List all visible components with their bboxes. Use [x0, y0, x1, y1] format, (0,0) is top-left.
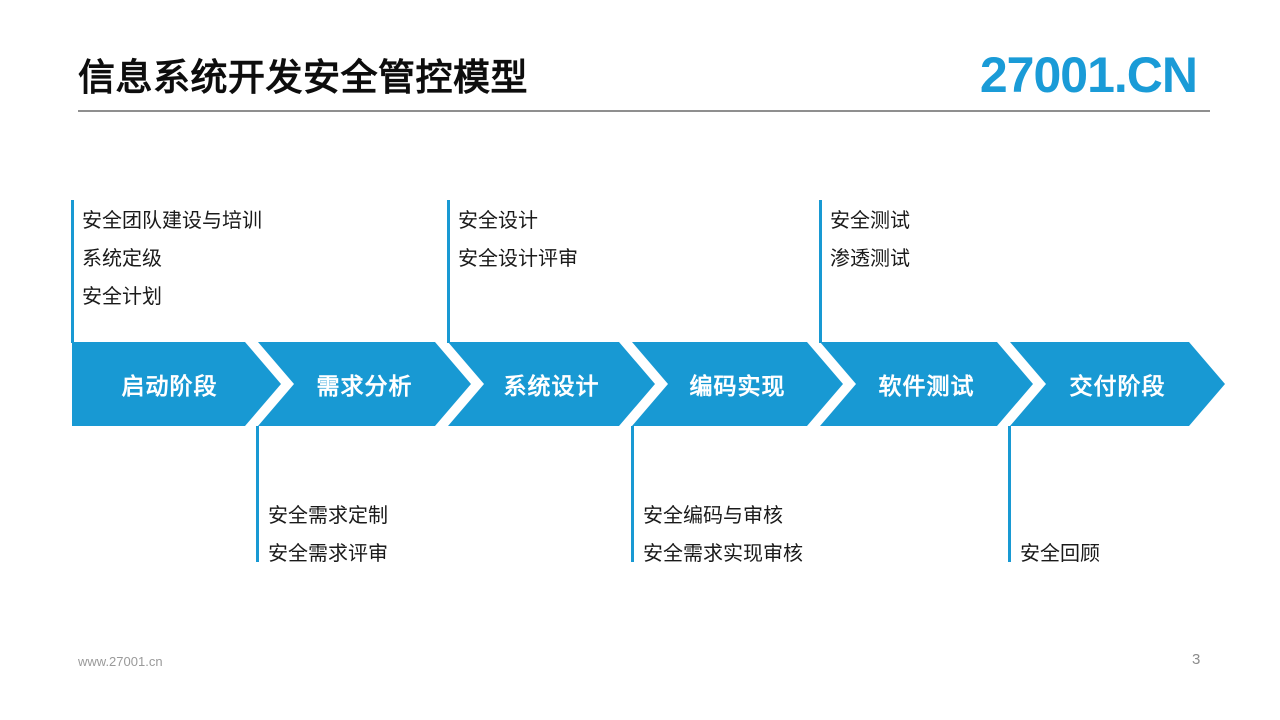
- callout-list-delivery: 安全回顾: [1020, 494, 1100, 570]
- stage-label: 需求分析: [316, 373, 413, 399]
- stage-arrow-software-testing: 软件测试: [820, 342, 1033, 426]
- list-item: 安全需求定制: [268, 504, 388, 527]
- stage-label: 软件测试: [878, 373, 975, 399]
- connector-line-testing: [819, 200, 822, 343]
- stage-arrow-system-design: 系统设计: [448, 342, 655, 426]
- list-item: 渗透测试: [830, 247, 910, 270]
- stage-label: 启动阶段: [121, 373, 218, 399]
- page-number: 3: [1192, 651, 1201, 668]
- connector-line-delivery: [1008, 426, 1011, 562]
- list-item: 安全设计评审: [458, 247, 578, 270]
- stage-label: 编码实现: [689, 373, 786, 399]
- connector-line-coding: [631, 426, 634, 562]
- list-item: 安全编码与审核: [643, 504, 783, 527]
- footer-url: www.27001.cn: [78, 654, 163, 669]
- title-divider: [78, 110, 1210, 112]
- stage-arrow-requirements: 需求分析: [258, 342, 471, 426]
- callout-list-initiation: 安全团队建设与培训 系统定级 安全计划: [82, 199, 262, 313]
- list-item: 安全测试: [830, 209, 910, 232]
- stage-label: 系统设计: [503, 373, 600, 399]
- callout-list-testing: 安全测试 渗透测试: [830, 199, 910, 275]
- list-item: 安全需求评审: [268, 542, 388, 565]
- list-item: 系统定级: [82, 247, 162, 270]
- callout-list-requirements: 安全需求定制 安全需求评审: [268, 494, 388, 570]
- connector-line-initiation: [71, 200, 74, 343]
- list-item: 安全计划: [82, 285, 162, 308]
- stage-label: 交付阶段: [1069, 373, 1166, 399]
- callout-list-design: 安全设计 安全设计评审: [458, 199, 578, 275]
- list-item: 安全设计: [458, 209, 538, 232]
- list-item: 安全团队建设与培训: [82, 209, 262, 232]
- page-title: 信息系统开发安全管控模型: [78, 57, 528, 98]
- stage-arrow-delivery: 交付阶段: [1010, 342, 1225, 426]
- brand-logo: 27001.CN: [979, 47, 1198, 103]
- list-item: 安全回顾: [1020, 542, 1100, 565]
- connector-line-design: [447, 200, 450, 343]
- callout-list-coding: 安全编码与审核 安全需求实现审核: [643, 494, 803, 570]
- stage-arrow-coding: 编码实现: [632, 342, 843, 426]
- list-item: 安全需求实现审核: [643, 542, 803, 565]
- stage-arrow-initiation: 启动阶段: [72, 342, 281, 426]
- connector-line-requirements: [256, 426, 259, 562]
